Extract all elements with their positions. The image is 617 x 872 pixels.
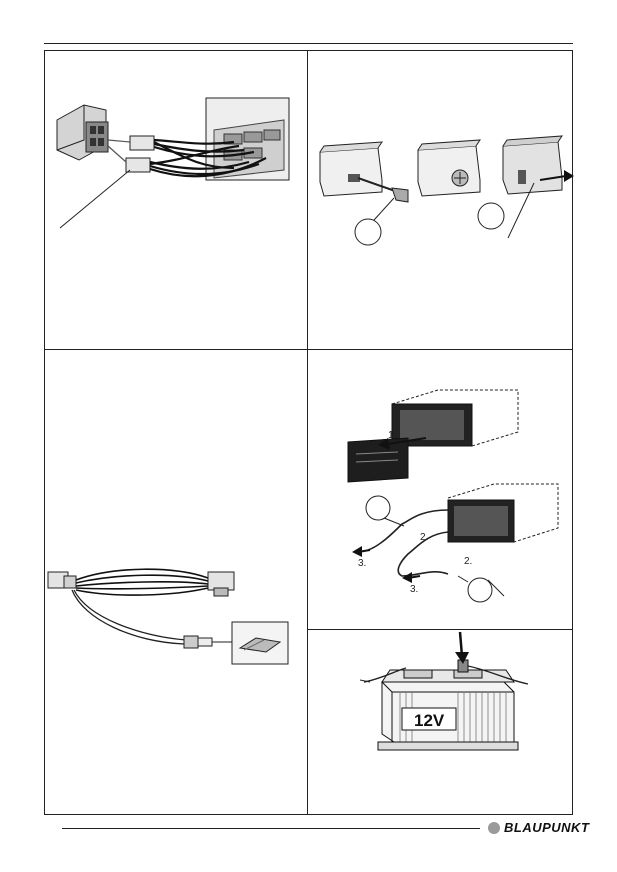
wiring-harness-illustration xyxy=(56,97,290,229)
step-label: 3. xyxy=(410,584,418,595)
battery-illustration: 12V xyxy=(359,631,529,751)
brand-dot-icon xyxy=(488,821,500,834)
header-rule xyxy=(44,43,573,44)
illustration-grid xyxy=(44,50,573,815)
adapter-cable-illustration xyxy=(47,568,289,665)
step-label: 1. xyxy=(388,430,396,441)
step-label: 2. xyxy=(420,532,428,543)
brand-name: BLAUPUNKT xyxy=(504,820,590,835)
front-removal-illustration: 1. 2. 3. 2. 3. xyxy=(347,389,559,603)
step-label: 2. xyxy=(464,556,472,567)
connector-removal-illustration xyxy=(319,135,574,246)
grid-divider-horizontal xyxy=(44,349,573,350)
figure-connector-removal xyxy=(308,50,574,349)
battery-voltage-label: 12V xyxy=(414,711,445,730)
grid-divider-right xyxy=(307,629,573,630)
figure-iso-connector-wiring xyxy=(44,50,307,349)
figure-adapter-cable xyxy=(44,350,307,815)
brand-logo: BLAUPUNKT xyxy=(488,820,589,835)
figure-battery-disconnect: 12V xyxy=(308,630,573,815)
grid-divider-vertical xyxy=(307,50,308,815)
footer-rule xyxy=(62,828,480,829)
figure-front-removal: 1. 2. 3. 2. 3. xyxy=(308,350,573,629)
step-label: 3. xyxy=(358,558,366,569)
